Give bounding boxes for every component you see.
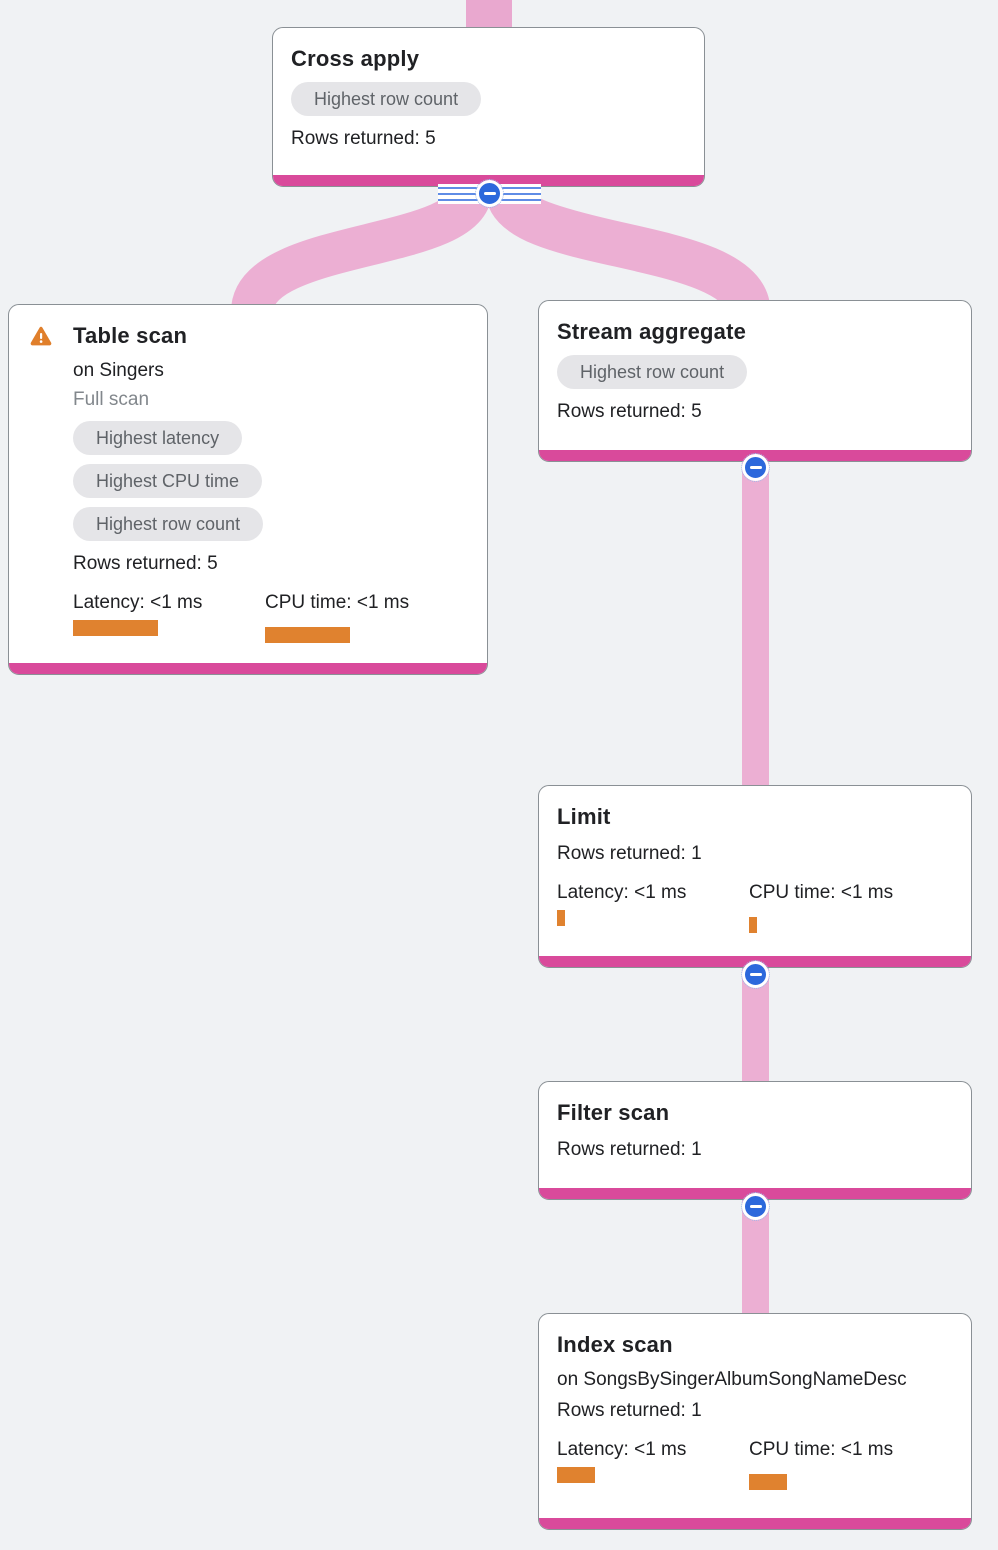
collapse-button-cross-apply[interactable] <box>475 179 504 208</box>
badge-highest-latency: Highest latency <box>73 421 243 455</box>
cpu-time-label: CPU time: <1 ms <box>749 882 894 903</box>
minus-icon <box>749 973 762 976</box>
node-title: Stream aggregate <box>557 319 747 344</box>
cpu-time-metric: CPU time: <1 ms <box>265 591 457 643</box>
minus-circle-icon <box>741 453 770 482</box>
node-card-limit[interactable]: Limit Rows returned: 1 Latency: <1 ms CP… <box>538 785 972 968</box>
latency-bar <box>557 910 565 926</box>
scan-target: on Singers <box>73 360 164 381</box>
rows-returned: Rows returned: 1 <box>557 1139 702 1160</box>
node-title: Cross apply <box>291 46 420 71</box>
node-title: Table scan <box>73 323 188 348</box>
badge-highest-cpu-time: Highest CPU time <box>73 464 263 498</box>
latency-label: Latency: <1 ms <box>557 882 687 903</box>
latency-label: Latency: <1 ms <box>557 1439 687 1460</box>
edge-stream-aggregate-to-limit <box>742 448 769 798</box>
cpu-time-metric: CPU time: <1 ms <box>749 1438 941 1490</box>
minus-circle-icon <box>741 960 770 989</box>
metrics-row: Latency: <1 ms CPU time: <1 ms <box>557 1438 953 1490</box>
scan-type-note: Full scan <box>73 389 150 410</box>
node-card-cross-apply[interactable]: Cross apply Highest row count Rows retur… <box>272 27 705 187</box>
collapse-button-limit[interactable] <box>741 960 770 989</box>
minus-icon <box>749 466 762 469</box>
node-card-table-scan[interactable]: Table scan on Singers Full scan Highest … <box>8 304 488 675</box>
node-accent-bar <box>9 663 487 674</box>
latency-bar <box>557 1467 595 1483</box>
rows-returned: Rows returned: 5 <box>557 401 702 422</box>
latency-label: Latency: <1 ms <box>73 592 203 613</box>
cpu-time-label: CPU time: <1 ms <box>749 1439 894 1460</box>
cpu-time-label: CPU time: <1 ms <box>265 592 410 613</box>
node-title: Index scan <box>557 1332 673 1357</box>
scan-target: on SongsBySingerAlbumSongNameDesc <box>557 1369 907 1390</box>
cpu-time-metric: CPU time: <1 ms <box>749 881 941 933</box>
rows-returned: Rows returned: 5 <box>291 128 436 149</box>
latency-metric: Latency: <1 ms <box>557 881 749 933</box>
cpu-time-bar <box>265 627 350 643</box>
minus-icon <box>749 1205 762 1208</box>
minus-circle-icon <box>741 1192 770 1221</box>
latency-metric: Latency: <1 ms <box>73 591 265 643</box>
latency-bar <box>73 620 158 636</box>
node-card-filter-scan[interactable]: Filter scan Rows returned: 1 <box>538 1081 972 1200</box>
collapse-button-stream-aggregate[interactable] <box>741 453 770 482</box>
collapse-button-filter-scan[interactable] <box>741 1192 770 1221</box>
rows-returned: Rows returned: 1 <box>557 843 702 864</box>
minus-icon <box>483 192 496 195</box>
metrics-row: Latency: <1 ms CPU time: <1 ms <box>73 591 469 643</box>
edge-cross-apply-to-stream-aggregate <box>485 185 771 316</box>
badge-highest-row-count: Highest row count <box>557 355 748 389</box>
rows-returned: Rows returned: 1 <box>557 1400 702 1421</box>
badge-list: Highest latency Highest CPU time Highest… <box>73 421 469 541</box>
cpu-time-bar <box>749 917 757 933</box>
cpu-time-bar <box>749 1474 787 1490</box>
node-title: Filter scan <box>557 1100 670 1125</box>
node-card-index-scan[interactable]: Index scan on SongsBySingerAlbumSongName… <box>538 1313 972 1530</box>
node-card-stream-aggregate[interactable]: Stream aggregate Highest row count Rows … <box>538 300 972 462</box>
minus-circle-icon <box>475 179 504 208</box>
node-accent-bar <box>539 1518 971 1529</box>
latency-metric: Latency: <1 ms <box>557 1438 749 1490</box>
edge-cross-apply-to-table-scan <box>231 186 492 316</box>
warning-icon <box>30 326 52 346</box>
badge-highest-row-count: Highest row count <box>73 507 264 541</box>
metrics-row: Latency: <1 ms CPU time: <1 ms <box>557 881 953 933</box>
rows-returned: Rows returned: 5 <box>73 553 218 574</box>
badge-highest-row-count: Highest row count <box>291 82 482 116</box>
node-title: Limit <box>557 804 611 829</box>
